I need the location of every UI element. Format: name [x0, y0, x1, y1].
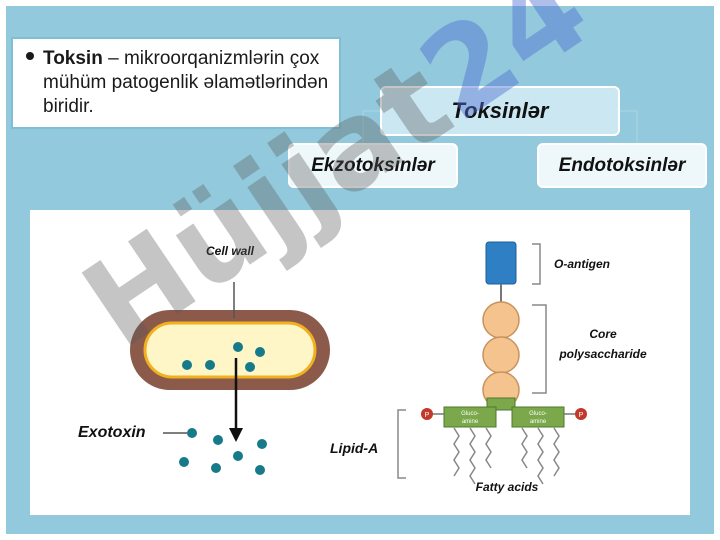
core-bracket — [532, 304, 547, 394]
glucosamine-right — [511, 406, 565, 428]
tree-root-node: Toksinlər — [380, 86, 620, 136]
fatty-acid-chain — [553, 427, 560, 477]
tree-node-exotoxins: Ekzotoksinlər — [288, 143, 458, 188]
glucosamine-left-label1: Gluco- — [461, 411, 479, 417]
bullet-term: Toksin — [43, 48, 103, 69]
fatty-acid-chain — [521, 427, 528, 469]
toxin-dot — [211, 463, 221, 473]
toxin-dot — [257, 439, 267, 449]
fatty-acid-chains — [453, 427, 560, 485]
lipid-a-bracket — [397, 409, 406, 479]
phosphate-right-label: P — [579, 412, 584, 419]
phosphate-left — [421, 408, 433, 420]
fatty-acids-label: Fatty acids — [476, 480, 539, 494]
fatty-acid-chain — [453, 427, 460, 477]
tree-connector-left-down — [362, 110, 364, 143]
tree-connector-right-down — [636, 110, 638, 143]
toxin-dot — [205, 360, 215, 370]
tree-connector-left — [362, 110, 380, 112]
tree-node-endotoxins: Endotoksinlər — [537, 143, 707, 188]
toxin-diagram-panel: Cell wall Exo — [30, 210, 690, 515]
phosphate-left-label: P — [425, 412, 430, 419]
toxin-diagram: Cell wall Exo — [78, 241, 647, 494]
toxin-dot — [213, 435, 223, 445]
tree-connector-right — [620, 110, 638, 112]
core-label-line1: Core — [589, 327, 617, 341]
glucosamine-left-label2: amine — [462, 419, 479, 425]
exotoxin-label: Exotoxin — [78, 424, 146, 441]
toxin-dot — [233, 342, 243, 352]
cell-wall-label: Cell wall — [206, 244, 255, 258]
bullet-text: – mikroorqanizmlərin çox mühüm patogenli… — [43, 48, 329, 117]
fatty-acid-chain — [537, 427, 544, 485]
glucosamine-right-label2: amine — [530, 419, 547, 425]
glucosamine-left — [443, 406, 497, 428]
o-antigen-label: O-antigen — [554, 257, 610, 271]
fatty-acid-chain — [469, 427, 476, 485]
toxin-dot — [255, 465, 265, 475]
secretion-arrow-head — [229, 428, 243, 442]
toxin-dot — [187, 428, 197, 438]
glucosamine-right-label1: Gluco- — [529, 411, 547, 417]
toxin-dot — [255, 347, 265, 357]
o-antigen-bracket — [532, 243, 541, 285]
toxin-dots-inside — [182, 342, 265, 372]
toxin-dot — [245, 362, 255, 372]
core-sugar — [482, 336, 520, 374]
toxin-dot — [233, 451, 243, 461]
bullet-text-box: Toksin – mikroorqanizmlərin çox mühüm pa… — [11, 37, 341, 129]
bullet-dot — [26, 52, 34, 60]
core-label-line2: polysaccharide — [558, 347, 647, 361]
o-antigen-block — [485, 241, 517, 285]
phosphate-right — [575, 408, 587, 420]
toxin-dots-outside — [179, 428, 267, 475]
toxin-dot — [179, 457, 189, 467]
toxin-dot — [182, 360, 192, 370]
lipid-a-label: Lipid-A — [330, 440, 378, 456]
fatty-acid-chain — [485, 427, 492, 469]
cell-inner — [143, 321, 317, 379]
core-sugar — [482, 301, 520, 339]
core-circles — [482, 301, 520, 409]
